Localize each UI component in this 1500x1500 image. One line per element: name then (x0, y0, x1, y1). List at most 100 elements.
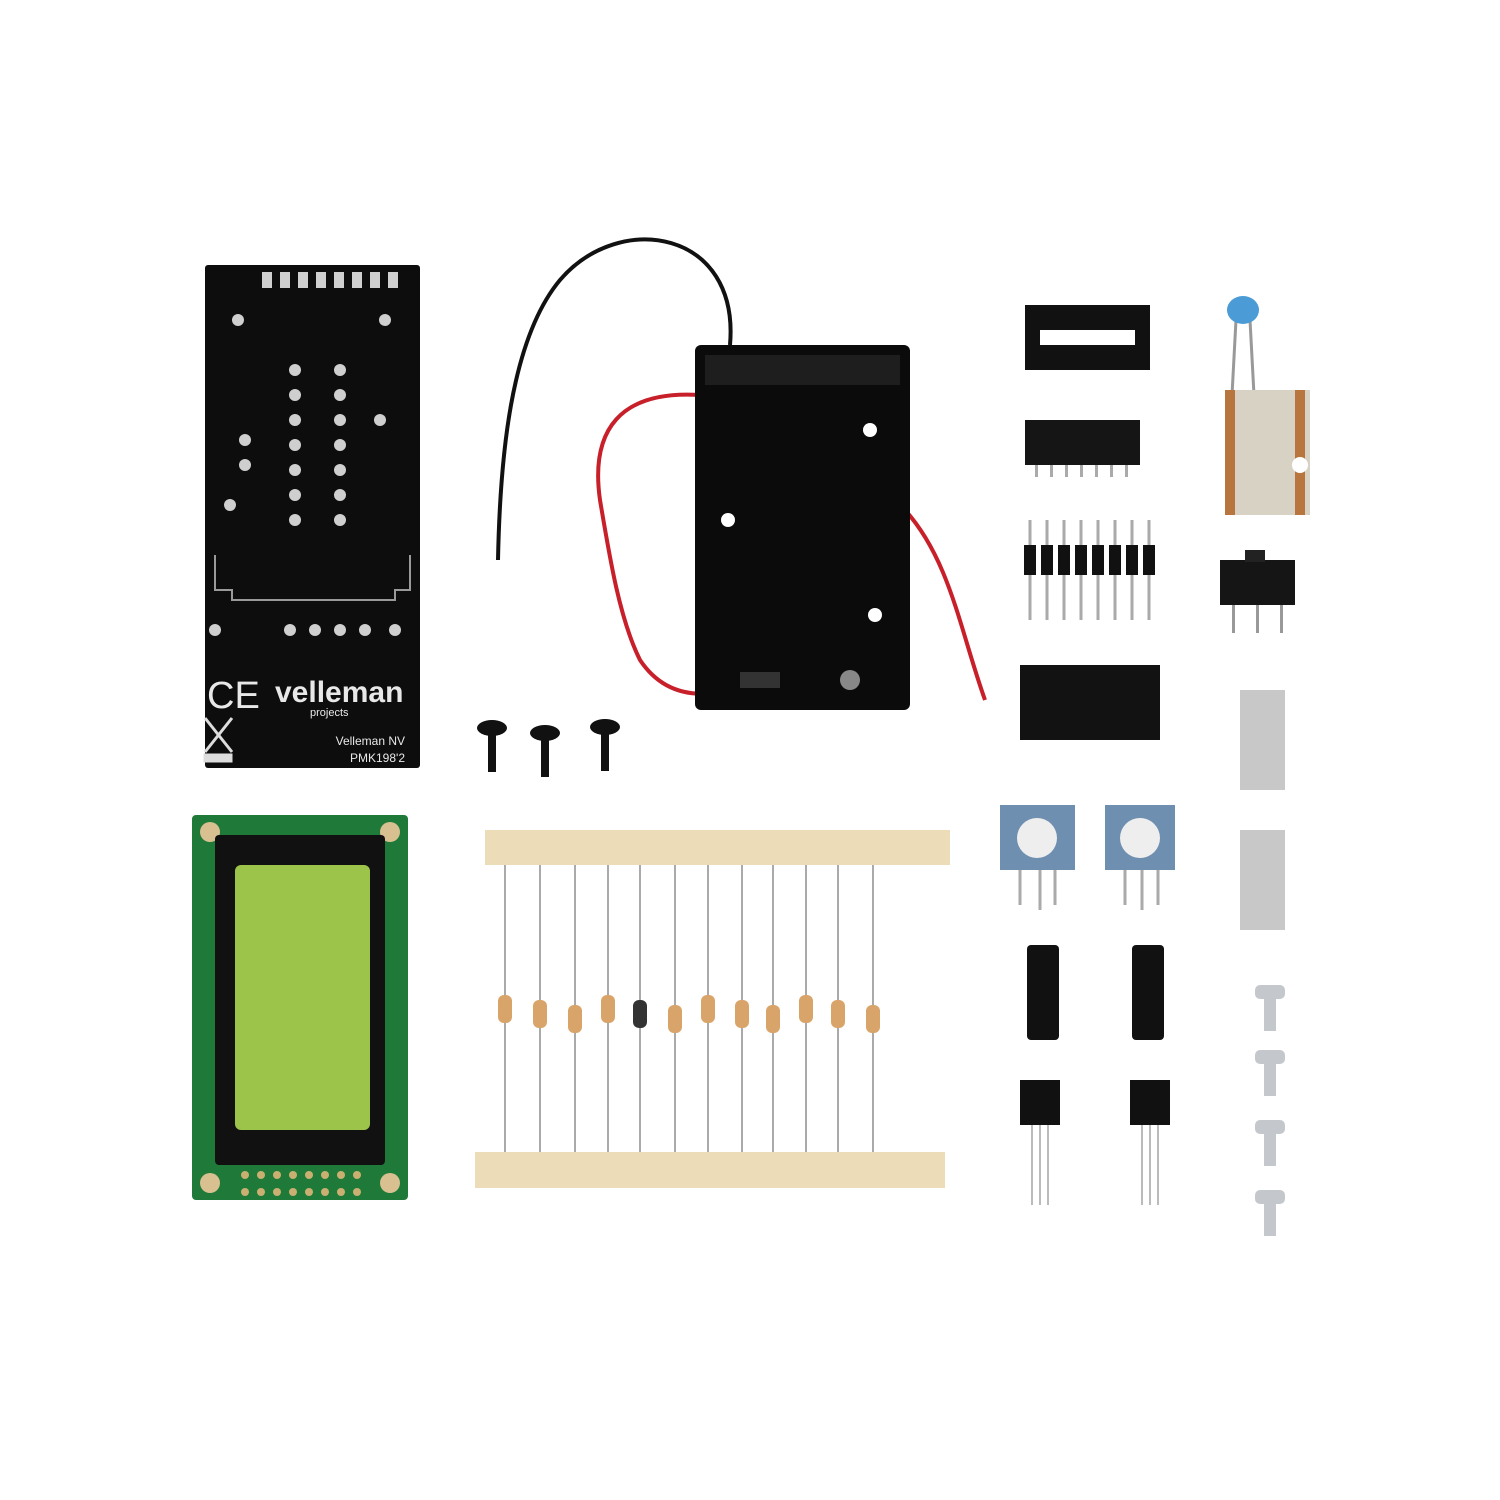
ceramic-capacitor (1227, 296, 1259, 396)
pin-header (1024, 520, 1155, 620)
ic-pin (1050, 465, 1053, 477)
ic-pin (1035, 465, 1038, 477)
pcb-hole (389, 624, 401, 636)
resistor (831, 1000, 845, 1028)
pcb-hole (289, 464, 301, 476)
screw-head (1255, 1050, 1285, 1064)
lcd-pin (241, 1188, 249, 1196)
pcb-pad (280, 272, 290, 288)
pcb-hole (289, 514, 301, 526)
resistor (601, 995, 615, 1023)
pcb-pad (316, 272, 326, 288)
ic-socket (1025, 305, 1150, 370)
pcb-hole (232, 314, 244, 326)
screw-head (1255, 1120, 1285, 1134)
lcd-pin (353, 1171, 361, 1179)
pcb-hole (289, 389, 301, 401)
header-body (1109, 545, 1121, 575)
ic-pin (1080, 465, 1083, 477)
pcb-hole (239, 434, 251, 446)
pcb-hole (379, 314, 391, 326)
pcb-hole (334, 464, 346, 476)
pcb-pad (298, 272, 308, 288)
resistor (766, 1005, 780, 1033)
machine-screws (1255, 985, 1285, 1236)
lcd-pin (241, 1171, 249, 1179)
screw-head (1255, 985, 1285, 999)
ic-pin (1110, 465, 1113, 477)
pcb-hole (309, 624, 321, 636)
resistor (568, 1005, 582, 1033)
weee-bin-icon (203, 717, 234, 763)
header-body (1024, 545, 1036, 575)
header-body (1075, 545, 1087, 575)
spacers (1240, 690, 1285, 930)
header-body (1058, 545, 1070, 575)
diode (633, 1000, 647, 1028)
resistor (866, 1005, 880, 1033)
pcb-hole (359, 624, 371, 636)
pcb-hole (289, 489, 301, 501)
pcb-hole (334, 364, 346, 376)
lcd-pin (321, 1171, 329, 1179)
pcb-pad (388, 272, 398, 288)
lcd-pin (337, 1171, 345, 1179)
pcb-hole (334, 489, 346, 501)
lcd-pin (273, 1188, 281, 1196)
self-tapping-screws (477, 719, 620, 777)
maker-label: Velleman NV (336, 734, 405, 748)
pcb-hole (289, 364, 301, 376)
pcb-hole (334, 514, 346, 526)
resistor (799, 995, 813, 1023)
screw-shaft (1264, 1064, 1276, 1096)
projects-logo: projects (310, 707, 349, 719)
pcb-hole (209, 624, 221, 636)
lcd-pin (257, 1188, 265, 1196)
female-header (1020, 665, 1160, 740)
pcb-hole (374, 414, 386, 426)
ic-pin (1095, 465, 1098, 477)
pcb-pad (352, 272, 362, 288)
battery-holder (496, 237, 987, 710)
screw-shaft (1264, 999, 1276, 1031)
header-body (1126, 545, 1138, 575)
slide-switch (1220, 550, 1295, 633)
pcb-hole (289, 414, 301, 426)
ic-pin (1065, 465, 1068, 477)
resistor (701, 995, 715, 1023)
screw-shaft (1264, 1204, 1276, 1236)
resistor-strip (475, 830, 950, 1188)
pcb-hole (284, 624, 296, 636)
lcd-module (192, 815, 408, 1200)
header-body (1092, 545, 1104, 575)
pcb-hole (224, 499, 236, 511)
pcb-hole (334, 389, 346, 401)
lcd-pin (321, 1188, 329, 1196)
trimmer-potentiometers (1000, 805, 1175, 910)
ce-mark: CE (207, 675, 260, 717)
resistor (498, 995, 512, 1023)
lcd-pin (289, 1171, 297, 1179)
transistors (1020, 1080, 1170, 1205)
lcd-pin (289, 1188, 297, 1196)
lcd-pin (257, 1171, 265, 1179)
lcd-pin (305, 1188, 313, 1196)
pcb-pad (262, 272, 272, 288)
pcb-pad (370, 272, 380, 288)
header-body (1143, 545, 1155, 575)
lcd-pin (337, 1188, 345, 1196)
pcb-hole (334, 414, 346, 426)
model-label: PMK198'2 (350, 751, 405, 765)
pcb-hole (289, 439, 301, 451)
pcb-hole (334, 624, 346, 636)
pcb-hole (334, 439, 346, 451)
ic-pin (1125, 465, 1128, 477)
lcd-pin (353, 1188, 361, 1196)
screw-shaft (1264, 1134, 1276, 1166)
header-body (1041, 545, 1053, 575)
screw-head (1255, 1190, 1285, 1204)
resistor (668, 1005, 682, 1033)
lcd-pin (305, 1171, 313, 1179)
